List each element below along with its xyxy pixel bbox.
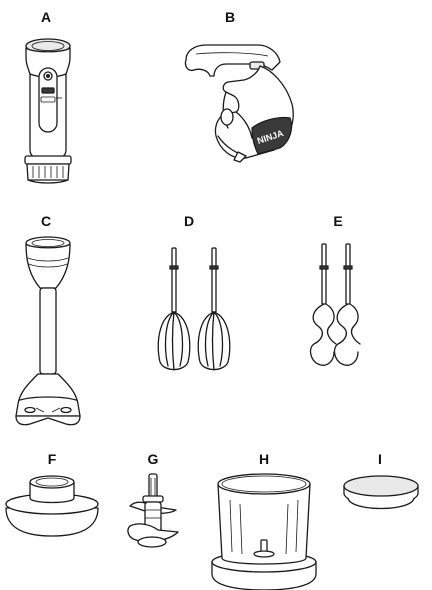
dough-hook-right [333, 243, 361, 366]
label-d: D [184, 213, 194, 229]
dough-hook-pair-illustration [309, 243, 361, 366]
storage-lid-illustration [343, 475, 419, 510]
whisk-left [157, 247, 191, 371]
label-h: H [259, 451, 269, 467]
chopper-lid-illustration [5, 475, 99, 537]
label-f: F [48, 451, 57, 467]
label-g: G [148, 451, 159, 467]
dough-hook-left [309, 243, 337, 366]
blending-shaft-illustration [15, 236, 81, 426]
label-c: C [41, 213, 51, 229]
label-i: I [378, 451, 382, 467]
label-b: B [225, 9, 235, 25]
whisk-right [197, 247, 231, 371]
label-e: E [333, 213, 342, 229]
label-a: A [41, 9, 51, 25]
whisk-pair-illustration [157, 247, 231, 371]
attachment-adapter-illustration: NINJA [184, 44, 294, 163]
chopper-bowl-illustration [211, 473, 317, 590]
motor-base-illustration [24, 38, 72, 184]
chopping-blade-illustration [127, 473, 179, 548]
